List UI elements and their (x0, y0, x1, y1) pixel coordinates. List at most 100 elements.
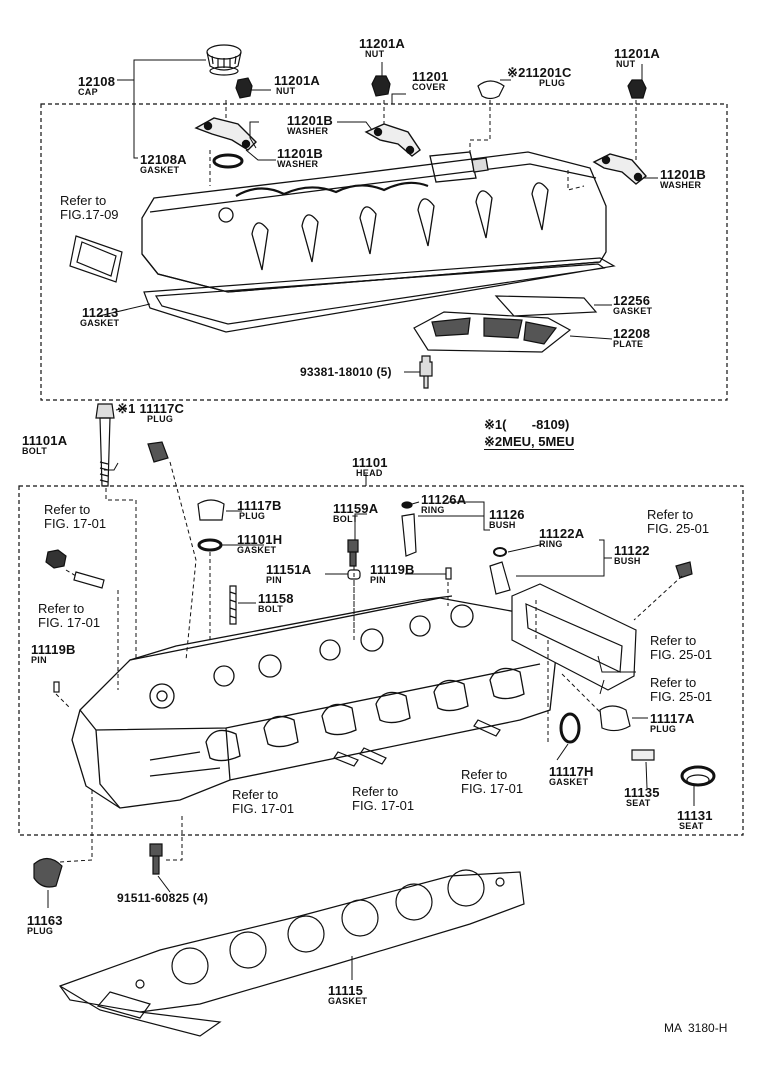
ref-fig-2501-c: Refer to FIG. 25-01 (650, 676, 712, 703)
part-number: 12256 (613, 293, 651, 308)
part-name: WASHER (287, 126, 329, 136)
label-11201b-washer-right: 11201B WASHER (660, 168, 706, 190)
part-number: 11159A (333, 501, 379, 516)
cover-drawing (141, 151, 607, 293)
plug-11117b-drawing (197, 499, 225, 521)
gasket-11213-drawing (143, 257, 616, 333)
ref-line-2: FIG. 17-01 (352, 798, 415, 813)
part-number: 11135 (624, 785, 660, 800)
part-name: WASHER (660, 180, 702, 190)
label-12256-gasket: 12256 GASKET (613, 294, 652, 316)
label-12108-cap: 12108 CAP (78, 75, 115, 97)
part-name: CAP (78, 87, 98, 97)
gasket-11117h-drawing (559, 712, 581, 744)
part-number: 11122 (614, 543, 650, 558)
legend-line-2: ※2MEU, 5MEU (484, 434, 575, 450)
label-11158-bolt: 11158 BOLT (258, 592, 294, 614)
label-11163-plug: 11163 PLUG (27, 914, 63, 936)
plate-12208-drawing (413, 295, 598, 353)
part-number: 11201A (274, 73, 321, 88)
bolt-11158-drawing (229, 585, 237, 625)
label-11201a-nut-right: 11201A NUT (614, 47, 660, 69)
ref-line-1: Refer to (650, 675, 697, 690)
nut-drawings (235, 75, 647, 99)
ref-line-1: Refer to (352, 784, 399, 799)
label-11131-seat: 11131 SEAT (677, 809, 713, 831)
part-name: BOLT (258, 604, 284, 614)
ref-line-2: FIG. 25-01 (647, 521, 710, 536)
seat-11131-drawing (680, 765, 716, 787)
plug-11163-drawing (33, 857, 63, 888)
part-name: SEAT (679, 821, 704, 831)
label-11135-seat: 11135 SEAT (624, 786, 660, 808)
ref-line-1: Refer to (44, 502, 91, 517)
label-11151a-pin: 11151A PIN (266, 563, 311, 585)
ref-fig-1709: Refer to FIG.17-09 (60, 194, 119, 221)
ring-11126a-drawing (401, 501, 413, 509)
part-number: 11126A (421, 492, 467, 507)
ring-11122a-drawing (493, 547, 507, 557)
ref-line-1: Refer to (60, 193, 107, 208)
washer-drawings (194, 117, 648, 185)
right-bolt-drawing (675, 561, 693, 579)
part-name: PLUG (239, 511, 266, 521)
legend-line-1: ※1( -8109) (484, 417, 570, 432)
label-11201a-nut-top: 11201A NUT (359, 37, 405, 59)
part-name: PLUG (147, 414, 174, 424)
bush-11126-drawing (401, 513, 417, 557)
label-11201b-washer-left: 11201B WASHER (277, 147, 323, 169)
note-mark: ※1 (117, 401, 136, 416)
bolt-91511-drawing (149, 843, 163, 875)
bush-11122-drawing (489, 561, 511, 595)
label-11115-gasket: 11115 GASKET (328, 984, 367, 1006)
label-11117b-plug: 11117B PLUG (237, 499, 282, 521)
part-name: GASKET (140, 165, 180, 175)
part-number: 11201B (660, 167, 707, 182)
left-nut-drawing (45, 549, 67, 569)
part-number: 11101A (22, 433, 68, 448)
part-name: GASKET (328, 996, 368, 1006)
part-name: NUT (365, 49, 385, 59)
part-number: 11158 (258, 591, 294, 606)
ref-fig-1701-e: Refer to FIG. 17-01 (352, 785, 414, 812)
ref-line-1: Refer to (647, 507, 694, 522)
part-number: 11201A (359, 36, 406, 51)
part-number: 11213 (82, 305, 119, 320)
part-name: WASHER (277, 159, 319, 169)
label-11126-bush: 11126 BUSH (489, 508, 525, 530)
plug-11201c-drawing (477, 80, 505, 100)
bolt-93381-drawing (419, 355, 433, 389)
part-number: 11117H (549, 764, 594, 779)
ref-line-2: FIG. 17-01 (232, 801, 295, 816)
label-11101a-bolt: 11101A BOLT (22, 434, 67, 456)
ref-line-1: Refer to (650, 633, 697, 648)
ref-line-1: Refer to (232, 787, 279, 802)
part-number: 11101 (352, 455, 388, 470)
stud-c-drawing (473, 719, 501, 737)
part-number-text: 11117C (139, 401, 185, 416)
head-group-frame (18, 485, 744, 836)
part-name: BUSH (489, 520, 516, 530)
gasket-11101h-drawing (197, 538, 223, 552)
gasket-12108a-drawing (212, 153, 244, 169)
part-name: BOLT (22, 446, 48, 456)
bolt-11159a-drawing (347, 539, 359, 567)
pin-11119b-left-drawing (53, 681, 60, 693)
pin-11119b-mid-drawing (445, 567, 452, 580)
part-number: 11126 (489, 507, 525, 522)
part-number: 12108 (78, 74, 116, 89)
part-number: 11117A (650, 711, 695, 726)
part-name: BUSH (614, 556, 641, 566)
part-name: NUT (276, 86, 296, 96)
part-name: GASKET (80, 318, 120, 328)
part-number: 11131 (677, 808, 713, 823)
part-name: PLUG (650, 724, 677, 734)
label-11126a-ring: 11126A RING (421, 493, 466, 515)
label-11119b-pin-mid: 11119B PIN (370, 563, 415, 585)
ref-fig-1701-d: Refer to FIG. 17-01 (232, 788, 294, 815)
left-stud-drawing (73, 571, 105, 589)
part-name: HEAD (356, 468, 383, 478)
